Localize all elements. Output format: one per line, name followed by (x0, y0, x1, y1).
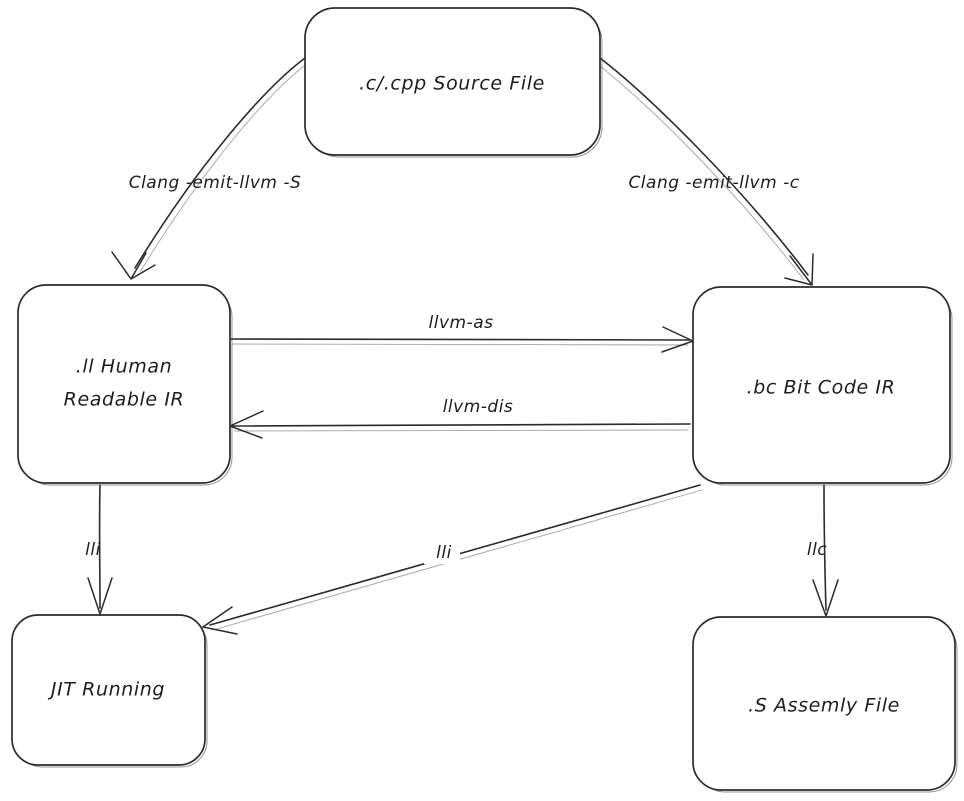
edge-ll-to-jit: lli (85, 484, 113, 615)
edge-source-to-bc-arrowhead (784, 253, 814, 286)
node-ll-outline (17, 284, 231, 484)
edge-bc-to-ll-line-ghost (234, 429, 689, 432)
edge-bc-to-ll: llvm-dis (229, 397, 691, 439)
edge-source-to-ll-arrowhead (111, 251, 156, 280)
node-source-file-outline (304, 7, 601, 156)
edge-label-llc: llc (807, 540, 827, 560)
edge-bc-to-jit-arrowhead (202, 606, 238, 635)
edge-ll-to-bc-line-ghost (232, 343, 689, 346)
edge-ll-to-bc-line (230, 338, 691, 341)
node-asm-outline (692, 616, 956, 791)
edge-bc-to-ll-line (232, 423, 691, 427)
edge-source-to-bc-line (599, 57, 809, 276)
node-ll-label-line1: .ll Human (76, 356, 173, 378)
edge-label-lli-diagonal-backdrop (424, 538, 460, 564)
node-bc-label: .bc Bit Code IR (747, 377, 896, 399)
edge-ll-to-bc: llvm-as (230, 313, 694, 353)
node-jit-outline (11, 614, 206, 766)
node-ll-label-line2: Readable IR (64, 389, 185, 411)
edge-bc-to-asm-line (823, 484, 827, 611)
edge-bc-to-asm-arrowhead (812, 579, 839, 617)
edge-label-llvm-as: llvm-as (429, 313, 494, 333)
node-bc-outline (692, 286, 951, 484)
node-assembly-file[interactable]: .S Assemly File (692, 616, 958, 793)
edge-label-llvm-dis: llvm-dis (443, 397, 514, 417)
edge-bc-to-asm: llc (807, 484, 839, 617)
edge-bc-to-jit: lli (202, 484, 703, 635)
edge-ll-to-jit-arrowhead (87, 577, 113, 615)
node-ll-human-readable-ir[interactable]: .ll Human Readable IR (17, 284, 233, 486)
edge-source-to-ll: Clang -emit-llvm -S (111, 57, 310, 280)
edge-source-to-ll-line-ghost (139, 61, 310, 273)
edge-label-clang-emit-llvm-c: Clang -emit-llvm -c (628, 173, 799, 193)
edge-source-to-bc-line-ghost (595, 62, 805, 281)
node-source-file[interactable]: .c/.cpp Source File (304, 7, 603, 158)
node-jit-running[interactable]: JIT Running (11, 614, 208, 768)
edge-label-lli-diagonal: lli (436, 543, 452, 563)
edge-label-lli-vertical: lli (85, 540, 101, 560)
node-jit-label: JIT Running (47, 679, 165, 701)
edge-source-to-bc: Clang -emit-llvm -c (595, 57, 814, 286)
edge-label-clang-emit-llvm-s: Clang -emit-llvm -S (129, 173, 302, 193)
node-asm-label: .S Assemly File (748, 695, 900, 717)
edge-source-to-ll-line (134, 57, 306, 269)
node-bc-bit-code-ir[interactable]: .bc Bit Code IR (692, 286, 953, 486)
node-source-file-label: .c/.cpp Source File (359, 73, 545, 95)
edge-bc-to-ll-arrowhead (229, 410, 264, 439)
